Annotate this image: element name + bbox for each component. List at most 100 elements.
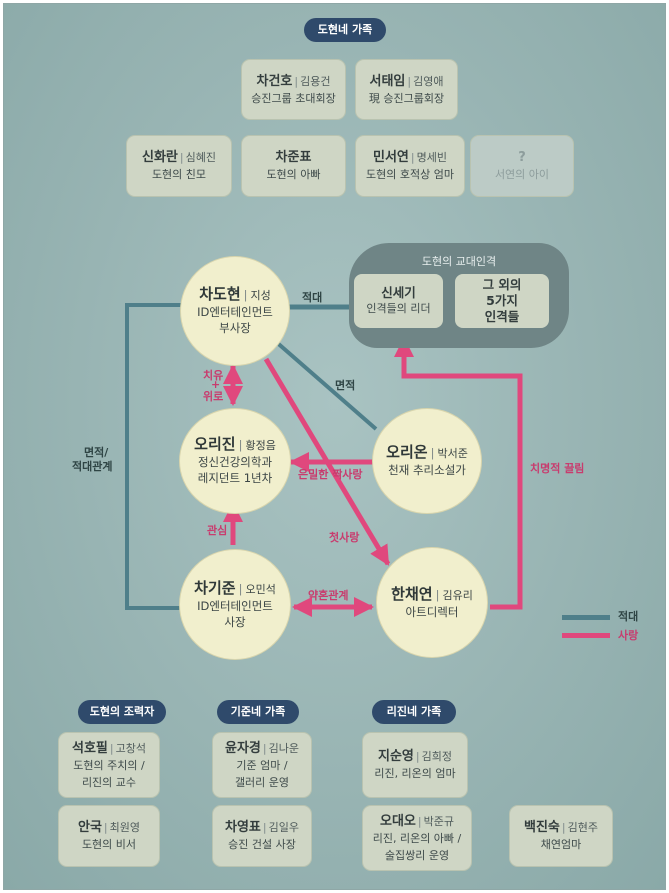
main-name: 한채연 — [391, 584, 433, 603]
member-actor: 김영애 — [413, 74, 444, 88]
member-line1: 승진 건설 사장 — [228, 838, 296, 851]
label-heal-2: + — [211, 378, 221, 391]
member-role: 도현의 아빠 — [266, 168, 321, 181]
label-crush: 첫사랑 — [329, 531, 360, 544]
member-name: 지순영 — [378, 749, 414, 764]
member-line1: 채연엄마 — [540, 838, 582, 851]
card-cha-junpyo: 차준표 도현의 아빠 — [241, 135, 346, 197]
member-name: 차건호 — [256, 73, 293, 89]
label-acquaint: 면적 — [335, 379, 356, 392]
card-ji-soonyoung: 지순영|김희정 리진, 리온의 엄마 — [362, 732, 468, 798]
member-line2: 리진의 교수 — [81, 775, 137, 789]
line-dohyun-orion — [272, 338, 378, 431]
main-line1: ID엔터테인먼트 — [197, 598, 273, 613]
main-actor: 황정음 — [245, 439, 276, 452]
line-dohyun-kijun-side — [125, 303, 184, 610]
member-actor: 고창석 — [115, 741, 146, 755]
card-ahn-guk: 안국|최원영 도현의 비서 — [58, 805, 160, 867]
card-unknown-child: ? 서연의 아이 — [470, 135, 574, 197]
label-side-1: 면적/ — [84, 446, 109, 459]
circle-han-chaeyeon: 한채연|김유리 아트디렉터 — [376, 547, 488, 658]
main-line2: 레지던트 1년차 — [197, 471, 273, 485]
label-interest: 관심 — [207, 524, 228, 537]
alter-count: 5가지 — [486, 293, 518, 308]
main-name: 오리진 — [194, 435, 236, 453]
card-yoon-jakyung: 윤자경|김나운 기준 엄마 / 갤러리 운영 — [212, 732, 312, 798]
label-enemy: 적대 — [302, 291, 323, 304]
main-name: 차도현 — [199, 285, 241, 303]
alter-name: 신세기 — [381, 285, 416, 300]
circle-oh-rion: 오리온|박서준 천재 추리소설가 — [372, 408, 482, 514]
member-role: 現 승진그룹회장 — [368, 91, 445, 105]
member-actor: 김나운 — [268, 741, 299, 755]
alter-role: 인격들의 리더 — [366, 302, 431, 315]
member-actor: 심혜진 — [185, 151, 216, 164]
member-name: ? — [518, 150, 526, 165]
main-line1: 아트디렉터 — [405, 604, 459, 619]
label-engaged: 약혼관계 — [308, 589, 349, 602]
card-seok-hopil: 석호필|고창석 도현의 주치의 / 리진의 교수 — [58, 732, 160, 798]
alter-shinsegi: 신세기 인격들의 리더 — [354, 274, 443, 328]
member-line1: 도현의 비서 — [81, 838, 137, 851]
main-line2: 사장 — [224, 614, 246, 629]
main-line2: 부사장 — [219, 321, 251, 335]
main-name: 오리온 — [386, 443, 428, 461]
member-actor: 김현주 — [567, 821, 598, 834]
main-actor: 김유리 — [442, 588, 473, 602]
label-heal-1: 치유 — [203, 369, 224, 382]
card-cha-geonho: 차건호|김용건 승진그룹 초대회장 — [241, 59, 346, 120]
rijin-family-title: 리진네 가족 — [372, 700, 456, 724]
member-actor: 최원영 — [109, 821, 140, 834]
label-fatal: 치명적 끌림 — [530, 462, 585, 475]
circle-cha-dohyun: 차도현|지성 ID엔터테인먼트 부사장 — [180, 256, 290, 366]
member-line1: 도현의 주치의 / — [73, 758, 145, 772]
legend-enemy-swatch — [562, 615, 610, 620]
circle-cha-kijun: 차기준|오민석 ID엔터테인먼트 사장 — [179, 549, 291, 660]
relation-lines — [125, 303, 523, 617]
card-shin-hwaran: 신화란|심혜진 도현의 친모 — [126, 135, 232, 197]
legend-love-swatch — [562, 633, 610, 638]
member-line1: 리진, 리온의 아빠 / — [372, 831, 462, 845]
legend-enemy-label: 적대 — [618, 610, 639, 623]
legend-love-label: 사랑 — [618, 629, 639, 642]
member-role: 서연의 아이 — [494, 168, 550, 181]
member-name: 신화란 — [142, 150, 178, 165]
main-actor: 오민석 — [245, 582, 276, 596]
label-heal-3: 위로 — [203, 390, 224, 403]
member-name: 석호필 — [72, 740, 108, 756]
main-actor: 지성 — [250, 289, 271, 302]
member-actor: 김일우 — [268, 821, 299, 834]
member-name: 안국 — [77, 820, 102, 835]
card-oh-daeo: 오대오|박준규 리진, 리온의 아빠 / 술집쌍리 운영 — [362, 805, 472, 871]
main-line1: ID엔터테인먼트 — [197, 305, 273, 319]
alter-others: 그 외의 5가지 인격들 — [455, 274, 549, 328]
member-line1: 리진, 리온의 엄마 — [374, 767, 456, 780]
member-role: 도현의 호적상 엄마 — [366, 168, 454, 181]
dohyun-family-title: 도현네 가족 — [304, 18, 386, 42]
member-actor: 김용건 — [300, 74, 331, 88]
main-line1: 정신건강의학과 — [197, 455, 273, 469]
main-name: 차기준 — [194, 578, 236, 597]
member-name: 백진숙 — [524, 820, 560, 835]
card-baek-jinsook: 백진숙|김현주 채연엄마 — [509, 805, 613, 867]
label-side-2: 적대관계 — [72, 460, 113, 473]
alter-egos-title: 도현의 교대인격 — [421, 255, 497, 268]
helpers-title: 도현의 조력자 — [78, 700, 166, 724]
member-role: 도현의 친모 — [151, 168, 207, 181]
label-secret-crush: 은밀한 짝사랑 — [298, 468, 363, 481]
alter-name: 그 외의 — [482, 277, 522, 292]
member-name: 윤자경 — [225, 740, 261, 756]
circle-oh-rijin: 오리진|황정음 정신건강의학과 레지던트 1년차 — [179, 408, 291, 514]
member-name: 민서연 — [373, 150, 409, 165]
member-role: 승진그룹 초대회장 — [251, 91, 336, 105]
member-actor: 김희정 — [421, 750, 452, 763]
main-line1: 천재 추리소설가 — [388, 463, 466, 477]
member-name: 오대오 — [380, 813, 416, 829]
member-line2: 갤러리 운영 — [234, 775, 290, 789]
member-actor: 명세빈 — [416, 151, 447, 164]
member-name: 차영표 — [225, 820, 261, 835]
card-cha-youngpyo: 차영표|김일우 승진 건설 사장 — [212, 805, 312, 867]
member-name: 차준표 — [275, 150, 312, 165]
card-seo-taeim: 서태임|김영애 現 승진그룹회장 — [355, 59, 458, 120]
member-line1: 기준 엄마 / — [236, 758, 288, 772]
